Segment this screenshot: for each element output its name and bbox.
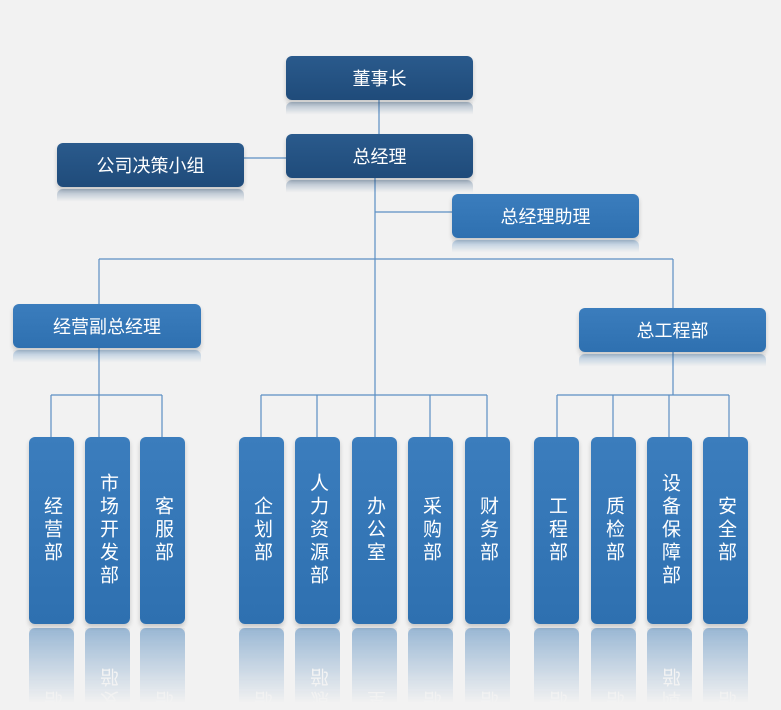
dept-box: 工程部 [534, 437, 579, 624]
dept-box: 设备保障部 [647, 437, 692, 624]
dept-box: 质检部 [591, 437, 636, 624]
chief-engineering-box: 总工程部 [579, 308, 766, 352]
dept-box: 财务部 [465, 437, 510, 624]
vp-operations-box: 经营副总经理 [13, 304, 201, 348]
dept-box: 办公室 [352, 437, 397, 624]
dept-box: 客服部 [140, 437, 185, 624]
dept-box: 安全部 [703, 437, 748, 624]
decision-committee-box: 公司决策小组 [57, 143, 244, 187]
dept-box: 企划部 [239, 437, 284, 624]
general-manager-box: 总经理 [286, 134, 473, 178]
dept-box: 采购部 [408, 437, 453, 624]
dept-box: 人力资源部 [295, 437, 340, 624]
gm-assistant-box: 总经理助理 [452, 194, 639, 238]
dept-box: 经营部 [29, 437, 74, 624]
dept-box: 市场开发部 [85, 437, 130, 624]
chairman-box: 董事长 [286, 56, 473, 100]
